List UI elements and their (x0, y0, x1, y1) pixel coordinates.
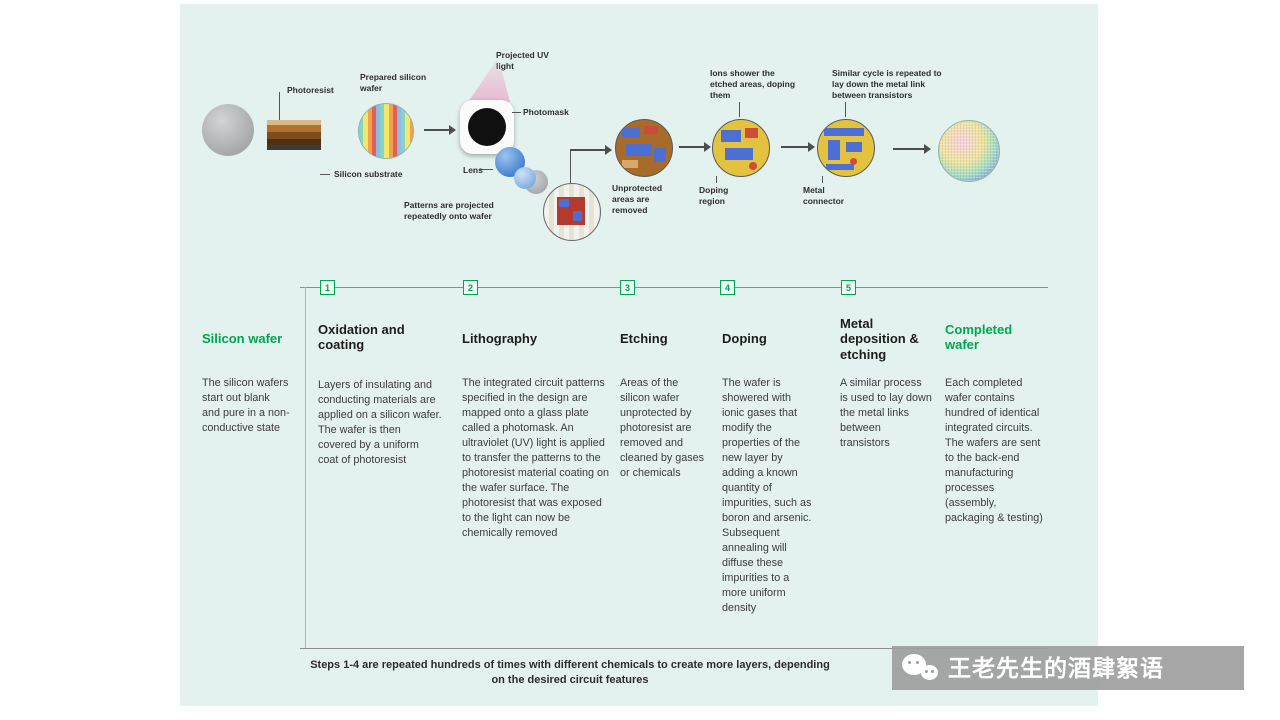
similar-cycle-label: Similar cycle is repeated to lay down th… (832, 68, 942, 101)
projected-pattern-icon (557, 197, 585, 225)
blank-wafer-icon (202, 104, 254, 156)
column-body-silicon-wafer: The silicon wafers start out blank and p… (202, 377, 290, 434)
column-title-metal-deposition: Metal deposition & etching (840, 316, 919, 362)
wechat-eye (908, 661, 911, 664)
doping-chip-icon (712, 119, 770, 177)
footer-note: Steps 1-4 are repeated hundreds of times… (310, 659, 830, 686)
column-body-lithography: The integrated circuit patterns specifie… (462, 377, 610, 539)
flow-arrow-icon (781, 142, 815, 152)
column-body-metal-deposition: A similar process is used to lay down th… (840, 377, 932, 449)
column-title-completed-wafer: Completed wafer (945, 322, 1013, 353)
lens-callout-line (480, 169, 493, 170)
chip-block (745, 128, 758, 138)
chip-block (826, 164, 854, 170)
connector-callout-line (822, 176, 823, 183)
silicon-substrate-label: Silicon substrate (334, 169, 403, 179)
column-title-silicon-wafer: Silicon wafer (202, 331, 283, 346)
elbow-arrow-icon (570, 145, 612, 155)
pattern-block (573, 211, 582, 221)
doping-callout-line (716, 176, 717, 183)
wechat-bubble-large (902, 654, 926, 675)
stack-layer (267, 139, 321, 145)
chip-block (828, 140, 840, 160)
stack-layer (267, 145, 321, 150)
etched-chip-icon (615, 119, 673, 177)
column-body-oxidation: Layers of insulating and conducting mate… (318, 379, 442, 466)
substrate-callout-line (320, 174, 330, 175)
photomask-label: Photomask (523, 107, 569, 117)
metal-callout-line (845, 102, 846, 117)
step-number-3: 3 (620, 280, 635, 295)
column-body-doping: The wafer is showered with ionic gases t… (722, 377, 812, 614)
wechat-eye (931, 670, 934, 673)
chip-block (654, 148, 666, 162)
pattern-block (559, 199, 569, 207)
column-title-etching: Etching (620, 331, 668, 346)
chip-block (725, 148, 753, 160)
prepared-wafer-icon (358, 103, 414, 159)
stack-layer (267, 125, 321, 132)
layer-stack-icon (267, 120, 321, 150)
wechat-eye (916, 661, 919, 664)
ions-callout-line (739, 102, 740, 117)
flow-arrow-icon (424, 125, 456, 135)
photoresist-callout-line (279, 92, 280, 120)
patterns-projected-label: Patterns are projected repeatedly onto w… (404, 200, 494, 222)
column-title-lithography: Lithography (462, 331, 538, 346)
stack-layer (267, 120, 321, 125)
chip-block (622, 128, 640, 138)
photomask-callout-line (512, 112, 521, 113)
metal-chip-icon (817, 119, 875, 177)
flow-arrow-icon (679, 142, 711, 152)
watermark-text: 王老先生的酒肆絮语 (948, 654, 1164, 681)
step-number-4: 4 (720, 280, 735, 295)
completed-wafer-icon (938, 120, 1000, 182)
photomask-icon (460, 100, 514, 154)
chip-dot (749, 162, 757, 170)
chip-block (721, 130, 741, 142)
column-body-completed-wafer: Each completed wafer contains hundred of… (945, 377, 1043, 524)
lens-label: Lens (463, 165, 483, 175)
lens-small-icon (514, 167, 536, 189)
timeline-line (300, 287, 1048, 288)
column-title-oxidation: Oxidation and coating (318, 322, 405, 353)
photoresist-label: Photoresist (287, 85, 334, 95)
photomask-aperture-icon (468, 108, 506, 146)
flow-arrow-icon (893, 144, 931, 154)
wechat-icon (902, 652, 940, 684)
watermark-bar: 王老先生的酒肆絮语 (892, 646, 1244, 690)
elbow-connector-line (570, 150, 571, 183)
step-number-5: 5 (841, 280, 856, 295)
chip-block (626, 144, 652, 156)
metal-connector-label: Metal connector (803, 185, 845, 207)
prepared-wafer-label: Prepared silicon wafer (360, 72, 427, 94)
wechat-eye (925, 670, 928, 673)
column-title-doping: Doping (722, 331, 767, 346)
column-body-etching: Areas of the silicon wafer unprotected b… (620, 377, 705, 479)
unprotected-label: Unprotected areas are removed (612, 183, 663, 216)
chip-block (824, 128, 864, 136)
step-number-2: 2 (463, 280, 478, 295)
chip-block (622, 160, 638, 168)
column-separator (305, 287, 306, 648)
chip-block (644, 126, 658, 134)
step-number-1: 1 (320, 280, 335, 295)
stack-layer (267, 132, 321, 139)
chip-dot (850, 158, 857, 165)
slide-background (180, 4, 1098, 706)
wechat-bubble-small (921, 665, 938, 680)
doping-region-label: Doping region (699, 185, 729, 207)
uv-light-label: Projected UV light (496, 50, 549, 72)
ions-shower-label: Ions shower the etched areas, doping the… (710, 68, 796, 101)
footer-rule (300, 648, 1048, 649)
chip-block (846, 142, 862, 152)
